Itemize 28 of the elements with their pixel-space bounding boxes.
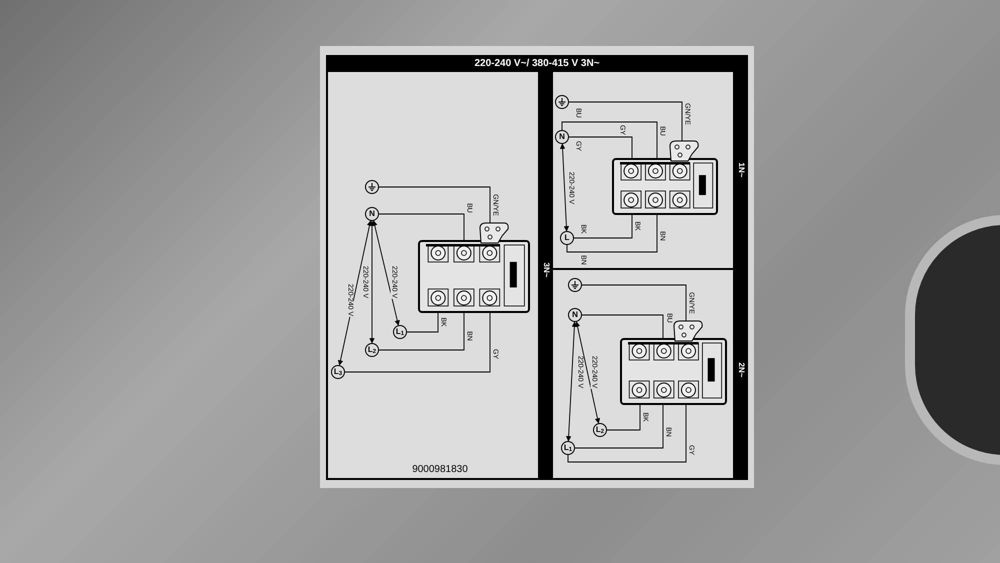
voltage-arrow (574, 321, 600, 424)
terminal-block (418, 222, 530, 313)
part-number: 9000981830 (412, 465, 468, 475)
phase-label: 3N~ (542, 262, 550, 278)
wire (582, 314, 664, 320)
wire (568, 404, 686, 462)
wire (568, 136, 632, 140)
wire (378, 312, 464, 350)
voltage-arrow (566, 321, 578, 442)
wire (562, 122, 658, 140)
terminal-block (612, 140, 718, 215)
header-bar: 220-240 V~/ 380-415 V 3N~ (326, 55, 748, 72)
wire (344, 312, 490, 372)
wire (574, 214, 632, 238)
phase-label: 2N~ (737, 362, 745, 378)
wire (606, 404, 640, 430)
wire (378, 214, 464, 222)
voltage-arrow (372, 220, 400, 326)
wire (566, 214, 658, 252)
wire (582, 284, 686, 320)
voltage-arrow (338, 220, 372, 366)
wire (568, 102, 682, 140)
voltage-arrow (369, 220, 375, 344)
wire (574, 404, 664, 448)
voltage-arrow (560, 143, 570, 232)
wire (406, 312, 438, 332)
phase-label: 1N~ (737, 162, 745, 178)
wire (378, 186, 490, 222)
